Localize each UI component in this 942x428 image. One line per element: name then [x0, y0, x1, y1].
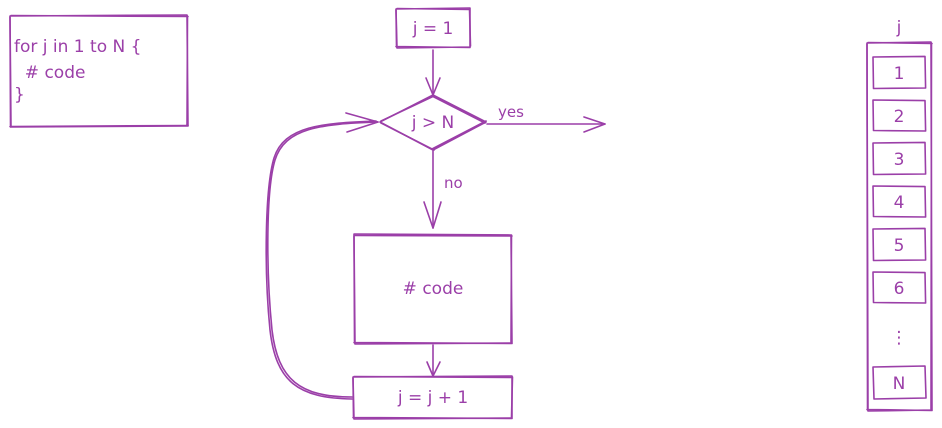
column-cell-border: [872, 185, 927, 218]
code-line-2: # code: [14, 63, 85, 83]
arrow-no-to-body: no: [423, 150, 463, 229]
condition-diamond-sketch: [380, 95, 487, 151]
column-cell-border: [872, 55, 927, 90]
increment-box: j = j + 1: [352, 375, 514, 420]
arrow-loop-line: [267, 121, 379, 398]
init-label: j = 1: [412, 19, 454, 39]
arrow-yes-head: [583, 116, 606, 133]
column-cell: 3: [872, 141, 927, 176]
arrow-body-to-increment: [426, 344, 441, 377]
code-line-3: }: [14, 85, 25, 105]
column-cell-label: 1: [894, 64, 905, 84]
arrow-init-to-condition: [425, 49, 441, 96]
column-cell: 2: [872, 99, 927, 132]
arrow-no-head: [423, 201, 442, 229]
arrow-loop-line-sketch: [265, 120, 377, 400]
j-column: j 1 2 3 4 5 6 ⋮ N: [866, 18, 933, 412]
arrow-yes-exit: yes: [486, 103, 606, 133]
column-cell-label: 3: [894, 150, 905, 170]
column-cell-last-label: N: [893, 374, 906, 394]
code-line-1: for j in 1 to N {: [14, 37, 141, 57]
column-cell-border: [872, 227, 927, 262]
body-box-border-sketch: [353, 234, 513, 345]
increment-label: j = j + 1: [397, 388, 468, 408]
column-cell-border: [872, 271, 927, 304]
column-outer-border-sketch: [866, 41, 933, 412]
column-ellipsis: ⋮: [891, 328, 908, 348]
condition-label: j > N: [411, 113, 455, 133]
no-label: no: [444, 174, 463, 192]
column-cell-label: 6: [894, 279, 905, 299]
init-box-border-sketch: [395, 7, 472, 49]
column-cell: 6: [872, 271, 927, 304]
column-cell: 4: [872, 185, 927, 218]
code-box-border-sketch: [9, 14, 189, 128]
column-cell: 5: [872, 227, 927, 262]
column-cell-last-border: [872, 365, 927, 400]
body-box: # code: [353, 233, 513, 345]
column-cell: 1: [872, 55, 927, 90]
column-outer-border: [866, 41, 933, 412]
init-box: j = 1: [395, 7, 472, 49]
increment-box-border-sketch: [352, 375, 514, 420]
column-cells: 1 2 3 4 5 6: [872, 55, 927, 304]
arrow-loop-head: [345, 112, 379, 133]
column-cell-label: 4: [894, 193, 905, 213]
column-cell-last: N: [872, 365, 927, 400]
column-header: j: [896, 18, 902, 38]
column-cell-label: 2: [894, 107, 905, 127]
column-cell-label: 5: [894, 236, 905, 256]
condition-diamond: j > N: [379, 94, 487, 151]
column-cell-border: [872, 99, 927, 132]
code-snippet-box: for j in 1 to N { # code }: [9, 14, 189, 128]
yes-label: yes: [498, 103, 524, 121]
column-cell-border: [872, 141, 927, 176]
flowchart: j = 1 j > N yes no # code: [265, 7, 606, 420]
arrow-loop-back: [265, 112, 379, 400]
body-label: # code: [403, 279, 464, 299]
